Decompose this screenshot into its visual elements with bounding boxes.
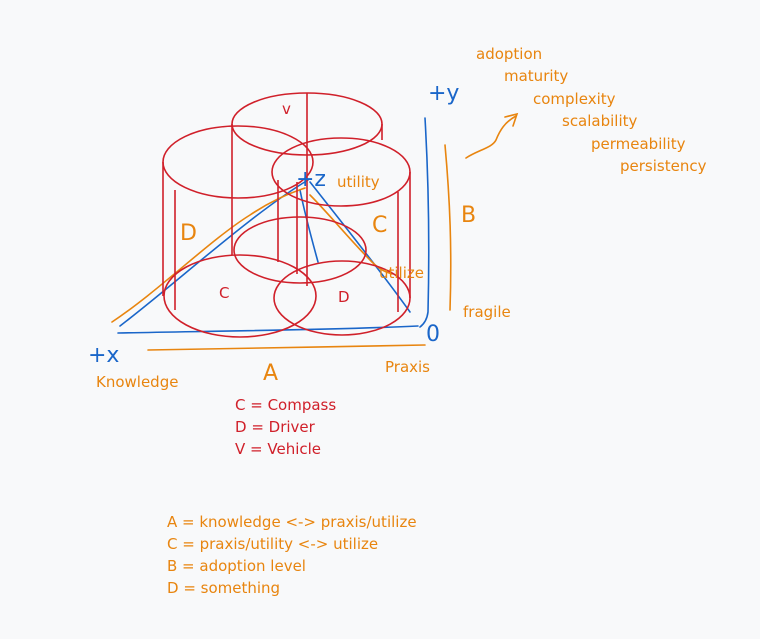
compass-cylinder-top [271, 137, 411, 207]
scale-item: complexity [533, 90, 616, 108]
z-axis-inner [299, 189, 319, 263]
dimension-d-label: D [180, 221, 197, 246]
legend-item: C = Compass [235, 396, 336, 414]
utility-curve [309, 194, 393, 275]
legend-item: V = Vehicle [235, 440, 321, 458]
driver-label: D [338, 288, 350, 306]
y-axis-label: +y [428, 81, 459, 106]
scale-item: adoption [476, 45, 542, 63]
utility-label: utility [337, 173, 380, 191]
vehicle-label: v [282, 100, 291, 118]
z-axis-line-right [309, 181, 411, 313]
compass-label: C [219, 284, 229, 302]
dimension-a-label: A [263, 361, 278, 386]
z-axis-line-left [119, 179, 309, 327]
scale-list: adoption maturity complexity scalability… [476, 45, 707, 175]
cylinders [162, 92, 411, 338]
utilize-label: utilize [379, 264, 424, 282]
legend-item: B = adoption level [167, 557, 306, 575]
y-axis-line [419, 117, 430, 328]
scale-item: scalability [562, 112, 638, 130]
x-axis-line [117, 325, 419, 334]
origin-label: 0 [426, 322, 440, 347]
scale-arrow [465, 115, 517, 159]
legend-item: D = something [167, 579, 280, 597]
driver-cylinder-bottom [273, 260, 411, 336]
orange-legend: A = knowledge <-> praxis/utilize C = pra… [167, 513, 417, 597]
dimension-b-label: B [461, 203, 476, 228]
scale-item: persistency [620, 157, 707, 175]
legend-item: D = Driver [235, 418, 316, 436]
orange-lines [111, 112, 519, 351]
legend-item: C = praxis/utility <-> utilize [167, 535, 378, 553]
compass-cylinder-bottom [163, 254, 317, 338]
b-dimension-line [444, 144, 452, 311]
legend-item: A = knowledge <-> praxis/utilize [167, 513, 417, 531]
scale-item: permeability [591, 135, 686, 153]
z-axis-label: +z [296, 167, 326, 192]
scale-arrow-head [504, 112, 519, 127]
praxis-label: Praxis [385, 358, 430, 376]
knowledge-label: Knowledge [96, 373, 178, 391]
red-legend: C = Compass D = Driver V = Vehicle [235, 396, 336, 458]
scale-item: maturity [504, 67, 568, 85]
fragile-label: fragile [463, 303, 511, 321]
a-dimension-line [147, 344, 426, 351]
vehicle-cylinder-bottom [233, 216, 367, 284]
dimension-c-label: C [372, 213, 387, 238]
x-axis-label: +x [88, 343, 119, 368]
